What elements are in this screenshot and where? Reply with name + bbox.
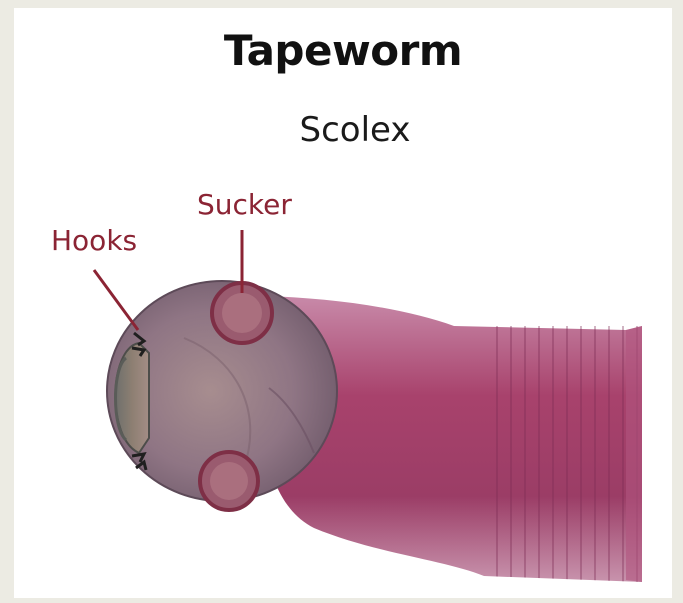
diagram-frame: Tapeworm Scolex Sucker Hooks bbox=[14, 8, 672, 598]
hooks-label: Hooks bbox=[51, 224, 137, 257]
diagram-title: Tapeworm bbox=[14, 26, 672, 75]
sucker-label: Sucker bbox=[197, 188, 292, 221]
tapeworm-scolex-illustration bbox=[14, 8, 672, 598]
diagram-subtitle: Scolex bbox=[14, 110, 672, 150]
hooks-leader-line bbox=[94, 270, 138, 330]
sucker-lower bbox=[200, 452, 258, 510]
